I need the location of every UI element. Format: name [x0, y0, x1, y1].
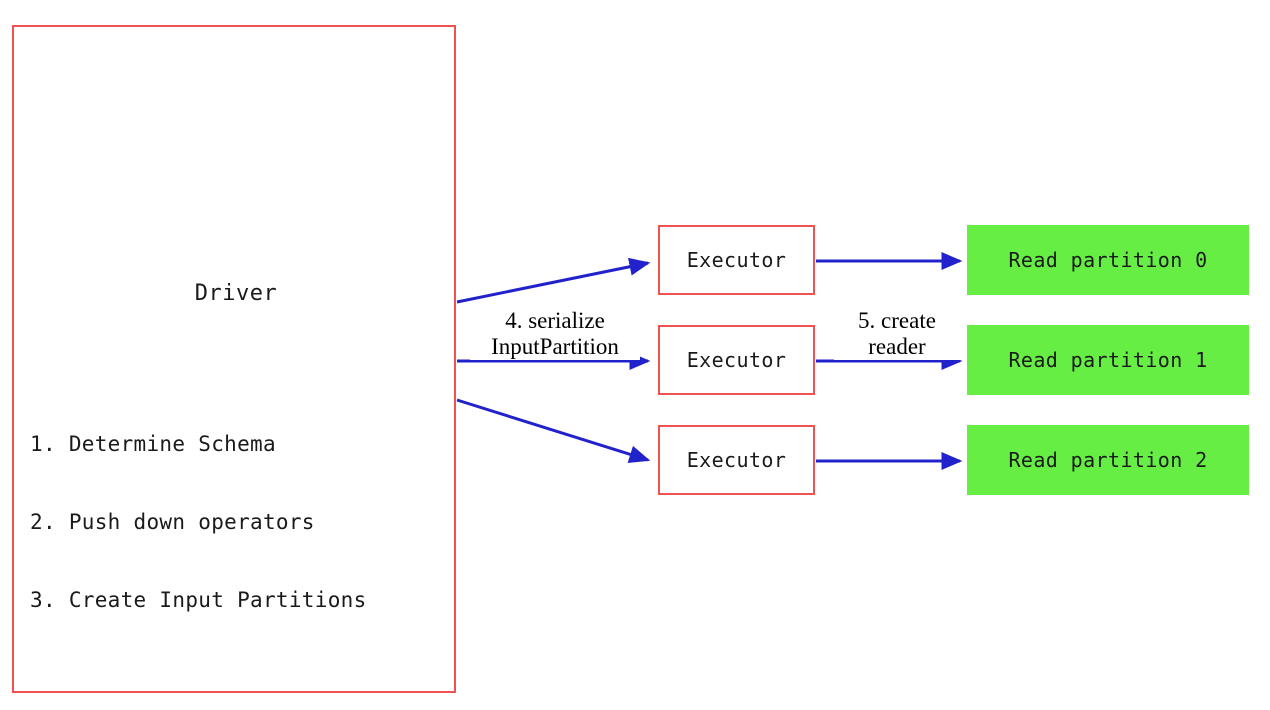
- driver-step-2: 2. Push down operators: [30, 510, 315, 534]
- executor-box-3[interactable]: Executor: [658, 425, 815, 495]
- read-partition-label-1: Read partition 1: [1008, 348, 1208, 372]
- driver-step-3: 3. Create Input Partitions: [30, 588, 367, 612]
- edge-label-serialize-input-partition: 4. serialize InputPartition: [470, 308, 640, 360]
- arrow-driver-to-executor-1: [456, 257, 651, 304]
- edge-label-serialize-line-2: InputPartition: [491, 334, 619, 359]
- executor-label-1: Executor: [686, 248, 787, 272]
- read-partition-label-0: Read partition 0: [1008, 248, 1208, 272]
- executor-box-2[interactable]: Executor: [658, 325, 815, 395]
- executor-label-3: Executor: [686, 448, 787, 472]
- driver-steps-list: 1. Determine Schema 2. Push down operato…: [30, 379, 450, 665]
- driver-title: Driver: [194, 281, 278, 306]
- edge-label-create-reader: 5. create reader: [834, 308, 960, 360]
- edge-label-create-line-1: 5. create: [858, 308, 936, 333]
- driver-box[interactable]: Driver 1. Determine Schema 2. Push down …: [12, 25, 456, 693]
- arrow-driver-to-executor-3: [456, 398, 651, 464]
- executor-box-1[interactable]: Executor: [658, 225, 815, 295]
- edge-label-serialize-line-1: 4. serialize: [505, 308, 605, 333]
- driver-step-1: 1. Determine Schema: [30, 432, 276, 456]
- read-partition-box-2[interactable]: Read partition 2: [967, 425, 1249, 495]
- executor-label-2: Executor: [686, 348, 787, 372]
- read-partition-label-2: Read partition 2: [1008, 448, 1208, 472]
- read-partition-box-1[interactable]: Read partition 1: [967, 325, 1249, 395]
- edge-label-create-line-2: reader: [868, 334, 926, 359]
- read-partition-box-0[interactable]: Read partition 0: [967, 225, 1249, 295]
